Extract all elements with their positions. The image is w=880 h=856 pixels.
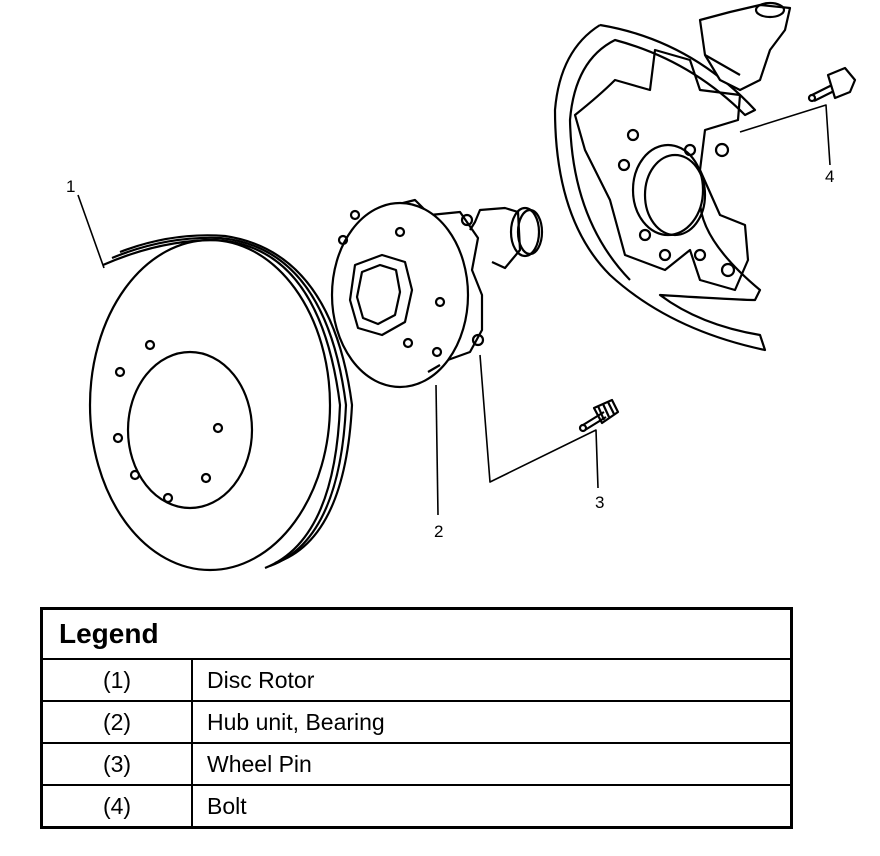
callout-3: 3 <box>595 493 604 512</box>
leader-line-4 <box>739 104 831 166</box>
legend-number: (4) <box>40 784 193 829</box>
legend-number: (3) <box>40 742 193 786</box>
legend-description: Hub unit, Bearing <box>191 700 793 744</box>
leader-line-3 <box>479 354 599 489</box>
legend-row: (2) Hub unit, Bearing <box>40 700 793 744</box>
legend-row: (1) Disc Rotor <box>40 658 793 702</box>
legend-description: Bolt <box>191 784 793 829</box>
legend-number: (2) <box>40 700 193 744</box>
leader-line-2 <box>435 384 439 516</box>
disc-rotor <box>88 234 354 572</box>
legend-description: Disc Rotor <box>191 658 793 702</box>
legend-title: Legend <box>40 607 793 660</box>
callout-2: 2 <box>434 522 443 541</box>
dust-shield <box>553 23 767 352</box>
legend-number: (1) <box>40 658 193 702</box>
leader-line-1 <box>77 194 105 269</box>
exploded-brake-diagram: 1 2 3 4 <box>66 1 857 572</box>
steering-knuckle <box>698 1 792 92</box>
hub-unit <box>330 198 544 389</box>
legend-table: Legend (1) Disc Rotor (2) Hub unit, Bear… <box>40 607 793 829</box>
callout-1: 1 <box>66 177 75 196</box>
legend-row: (4) Bolt <box>40 784 793 829</box>
bolt <box>807 66 857 103</box>
wheel-pin <box>578 398 620 433</box>
legend-description: Wheel Pin <box>191 742 793 786</box>
callout-4: 4 <box>825 167 834 186</box>
legend-row: (3) Wheel Pin <box>40 742 793 786</box>
